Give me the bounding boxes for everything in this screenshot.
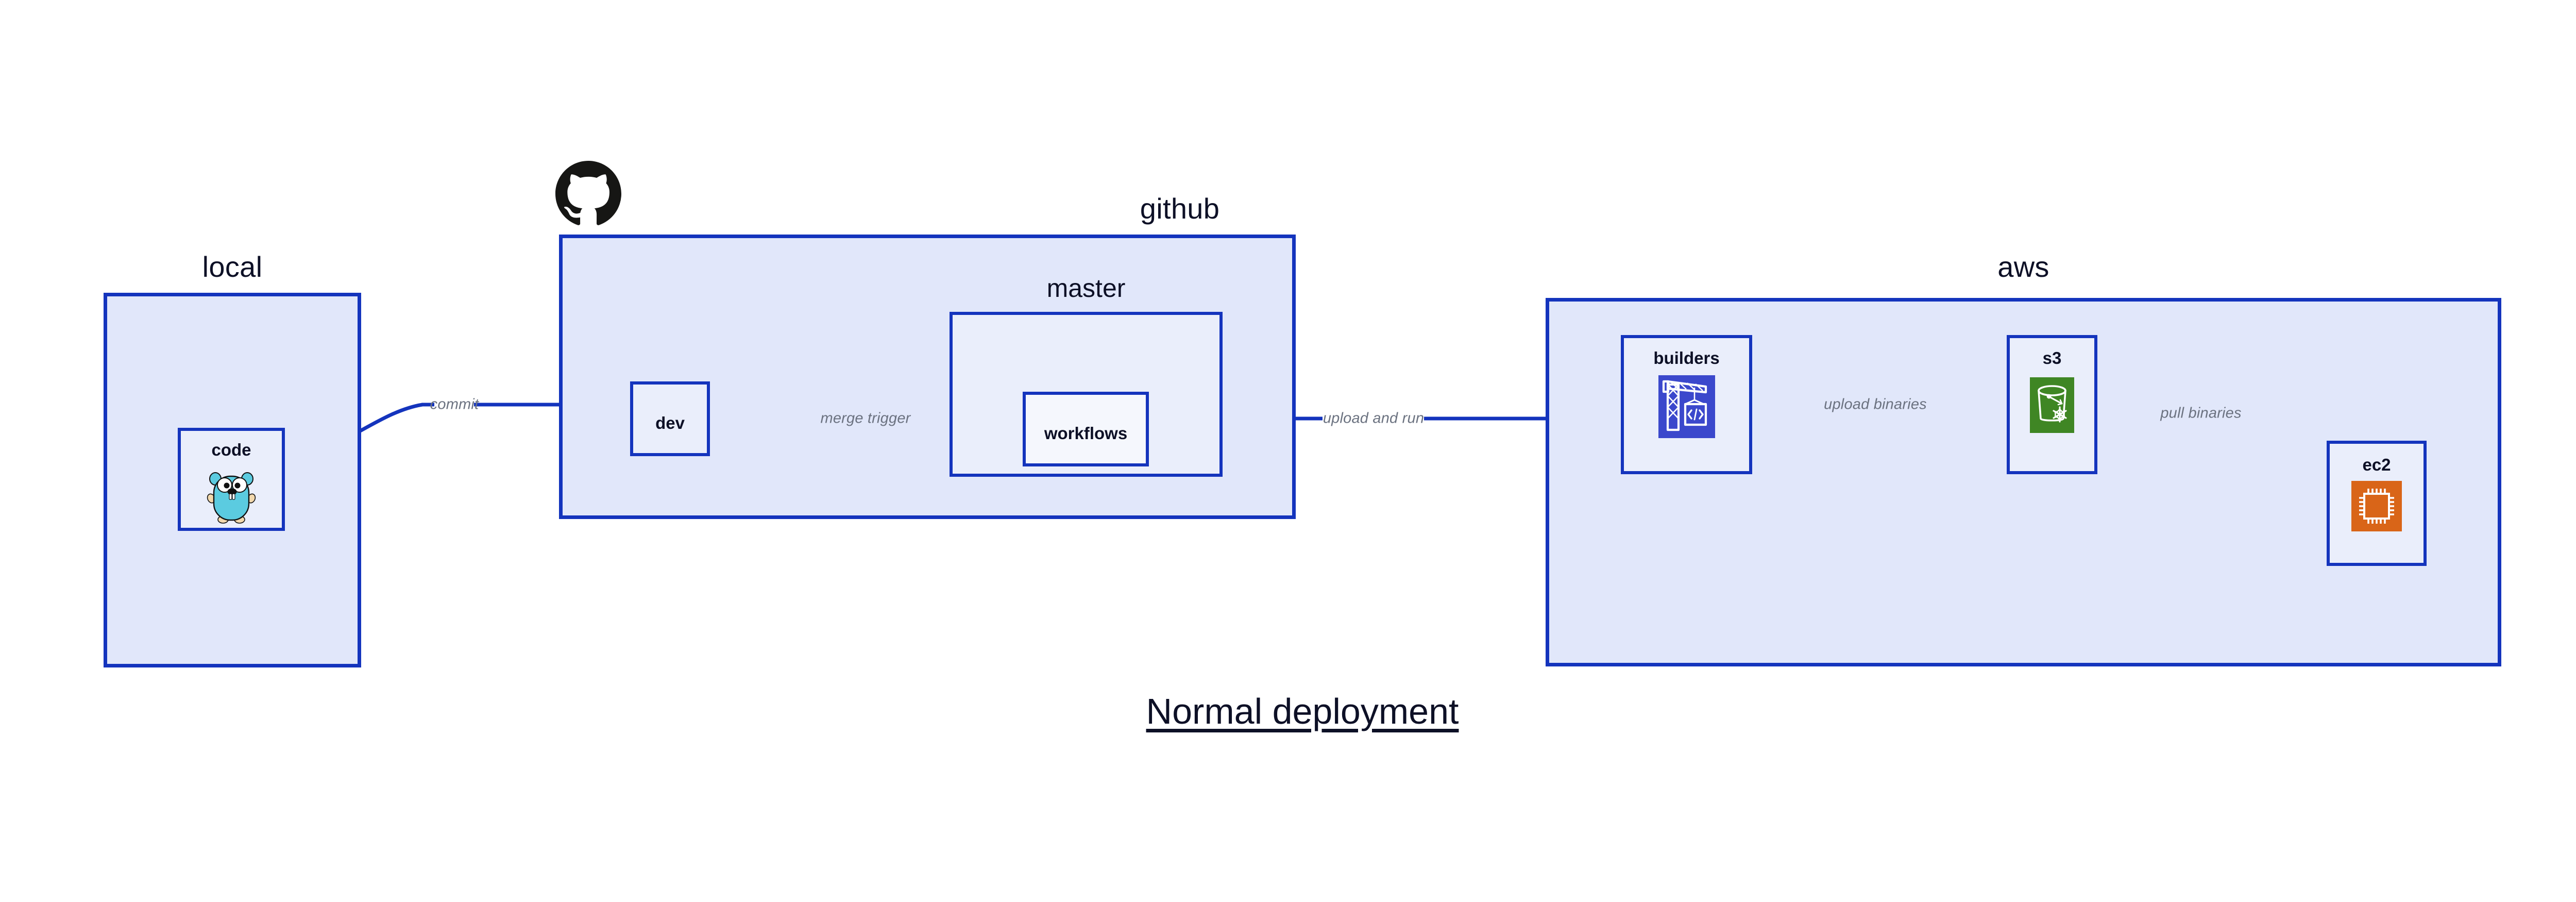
group-local-title: local: [202, 250, 263, 283]
node-dev-label: dev: [655, 413, 685, 432]
edge-label-merge-trigger: merge trigger: [820, 410, 911, 427]
group-master-title: master: [1046, 274, 1126, 303]
group-aws-title: aws: [1997, 250, 2049, 283]
node-builders-label: builders: [1653, 348, 1720, 368]
node-builders[interactable]: builders: [1621, 335, 1752, 474]
node-ec2[interactable]: ec2: [2327, 441, 2427, 566]
diagram-caption: Normal deployment: [1146, 691, 1459, 731]
node-workflows[interactable]: workflows: [1023, 392, 1149, 466]
node-dev[interactable]: dev: [630, 381, 710, 456]
github-octocat-icon: [555, 161, 621, 227]
aws-ec2-icon: [2351, 481, 2402, 531]
node-code[interactable]: code: [178, 428, 285, 531]
edge-label-commit: commit: [430, 396, 479, 413]
go-gopher-icon: [207, 466, 256, 524]
edge-label-upload-and-run: upload and run: [1323, 410, 1425, 427]
group-github-title: github: [1140, 192, 1220, 225]
aws-s3-glacier-icon: [2030, 377, 2074, 433]
edge-label-pull-binaries: pull binaries: [2160, 405, 2242, 422]
node-s3[interactable]: s3: [2007, 335, 2097, 474]
node-code-label: code: [211, 440, 251, 459]
edge-label-upload-binaries: upload binaries: [1824, 396, 1927, 413]
node-workflows-label: workflows: [1044, 424, 1128, 443]
node-ec2-label: ec2: [2362, 455, 2391, 474]
aws-codebuild-icon: [1658, 375, 1715, 438]
node-s3-label: s3: [2042, 348, 2062, 368]
